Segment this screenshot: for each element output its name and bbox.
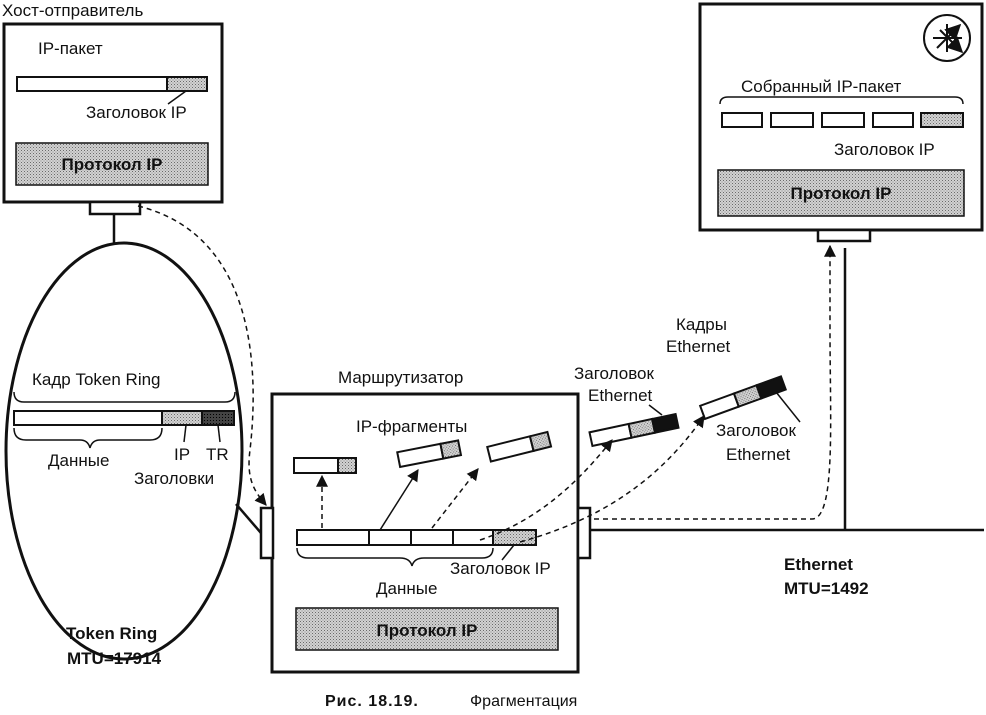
figure-caption: Рис. 18.19. Фрагментация (325, 693, 577, 710)
fragment-arrow (379, 468, 419, 531)
router-protocol-label: Протокол IP (377, 621, 478, 640)
router-protocol-box (295, 607, 559, 651)
eth-frames-label-1: Кадры (676, 315, 727, 334)
sender-to-router-arrow (137, 205, 267, 506)
ip-fragment (486, 430, 553, 463)
receiver-host: Собранный IP-пакет Заголовок IP Протокол… (698, 2, 984, 243)
router-ip-header-block (492, 529, 537, 546)
eth-header-block (755, 375, 788, 400)
eth-header-b-label-2: Ethernet (726, 445, 791, 464)
caption-text: Фрагментация (470, 693, 577, 710)
sender-title: Хост-отправитель (2, 1, 143, 20)
receiver-ip-packet (721, 112, 964, 128)
ethernet-frame (588, 412, 680, 448)
tr-frame-brace (13, 391, 236, 403)
sender-protocol-box (15, 142, 209, 186)
tr-data-label: Данные (48, 451, 109, 470)
token-ring-network: Кадр Token Ring Данные IP TR Заголовки T… (4, 241, 244, 668)
tr-ip-header-block (161, 410, 203, 426)
tr-data-brace (13, 427, 163, 449)
tr-frame (13, 410, 235, 426)
tr-tr-header-block (201, 410, 235, 426)
tr-mtu: MTU=17914 (67, 649, 162, 668)
ethernet-network: Ethernet MTU=1492 (590, 248, 984, 598)
receiver-packet-label: Собранный IP-пакет (741, 77, 901, 96)
eth-network-name: Ethernet (784, 555, 853, 574)
eth-header-a-label-2: Ethernet (588, 386, 653, 405)
router-compass-icon (923, 14, 971, 62)
receiver-packet-brace (719, 96, 964, 105)
sender-header-label: Заголовок IP (86, 103, 187, 122)
token-ring-ellipse (4, 241, 244, 661)
router: Маршрутизатор IP-фрагменты Данные Заголо… (235, 368, 592, 674)
router-data-label: Данные (376, 579, 437, 598)
fragment-arrow (431, 468, 479, 529)
sender-ip-header-block (166, 76, 208, 92)
ethernet-frame (698, 375, 788, 421)
router-tr-link (235, 503, 262, 534)
fragment-to-frame-arrow (519, 415, 705, 543)
router-port-right (576, 506, 592, 560)
sender-host: Хост-отправитель IP-пакет Заголовок IP П… (2, 1, 224, 246)
tr-tr-label: TR (206, 445, 229, 464)
tr-ip-label: IP (174, 445, 190, 464)
ethernet-frames: Кадры Ethernet Заголовок Ethernet Заголо… (479, 315, 801, 543)
receiver-protocol-box (717, 169, 965, 217)
eth-header-b-label-1: Заголовок (716, 421, 796, 440)
ip-fragment (396, 439, 463, 469)
ip-fragment (293, 457, 357, 474)
receiver-port (816, 228, 872, 243)
sender-header-pointer (167, 90, 187, 105)
fragment-to-frame-arrow (479, 439, 613, 541)
router-port-left (259, 506, 275, 560)
caption-figure: Рис. 18.19. (325, 693, 419, 710)
receiver-ip-header-block (920, 112, 964, 128)
receiver-protocol-label: Протокол IP (791, 184, 892, 203)
eth-mtu: MTU=1492 (784, 579, 869, 598)
eth-frames-label-2: Ethernet (666, 337, 731, 356)
router-ip-packet (296, 529, 537, 546)
sender-packet-label: IP-пакет (38, 39, 103, 58)
receiver-header-label: Заголовок IP (834, 140, 935, 159)
eth-header-a-label-1: Заголовок (574, 364, 654, 383)
router-header-label: Заголовок IP (450, 559, 551, 578)
sender-ip-packet (16, 76, 208, 92)
router-fragments-label: IP-фрагменты (356, 417, 467, 436)
router-title: Маршрутизатор (338, 368, 463, 387)
eth-header-block (650, 412, 680, 434)
sender-port (88, 200, 142, 216)
tr-frame-label: Кадр Token Ring (32, 370, 161, 389)
router-data-brace (296, 547, 494, 567)
tr-network-name: Token Ring (66, 624, 157, 643)
tr-headers-label: Заголовки (134, 469, 214, 488)
sender-protocol-label: Протокол IP (62, 155, 163, 174)
